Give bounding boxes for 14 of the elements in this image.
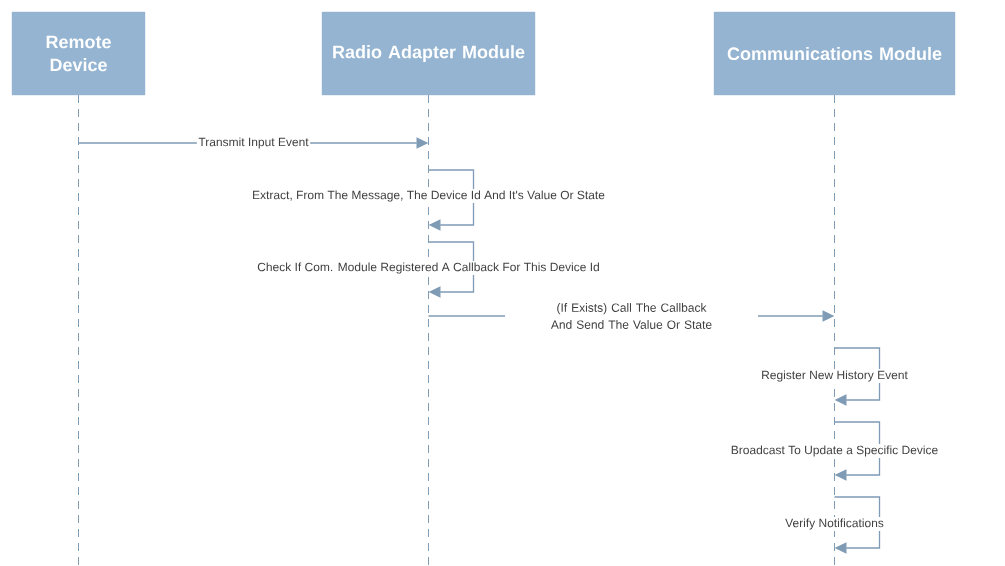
message-label: Broadcast To Update a Specific Device: [729, 443, 940, 459]
message-label: (If Exists) Call The Callback And Send The Value Or State: [505, 301, 758, 331]
message-arrow: [833, 421, 881, 481]
message-arrow: [427, 169, 475, 231]
message-arrow: [833, 347, 881, 406]
message-label: Verify Notifications: [783, 516, 886, 532]
message-label: Register New History Event: [759, 368, 910, 384]
lifeline-header: Communications Module: [713, 11, 956, 96]
message-arrow: [427, 241, 475, 298]
message-label: Extract, From The Message, The Device Id And It's Value Or State: [250, 188, 607, 204]
lifeline-header: Radio Adapter Module: [321, 11, 536, 96]
message-label: Check If Com. Module Registered A Callback For This Device Id: [255, 260, 602, 276]
message-label: Transmit Input Event: [196, 135, 311, 151]
lifeline-header: Remote Device: [11, 11, 146, 96]
